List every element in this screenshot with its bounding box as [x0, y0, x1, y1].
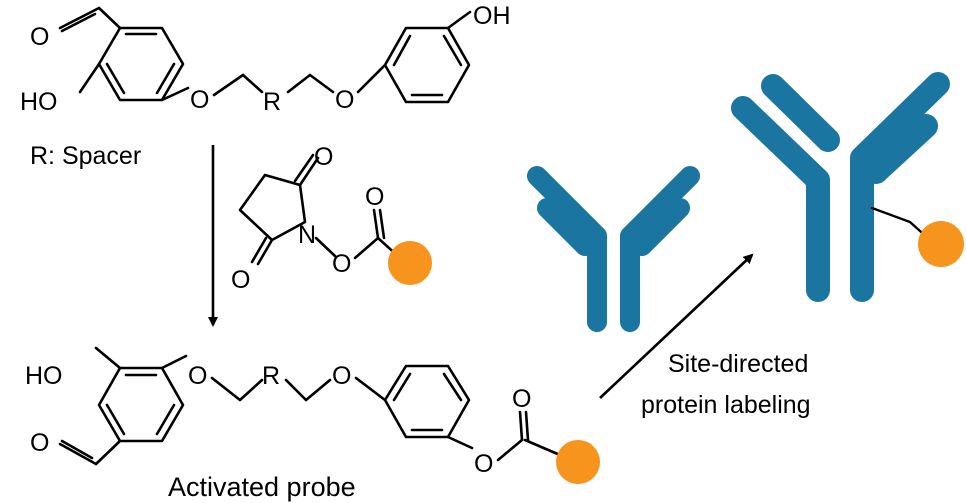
linker-left-ring: [97, 26, 185, 102]
unlabeled-antibody-icon: [527, 166, 700, 332]
labeled-probe-dot-icon: [918, 221, 964, 267]
nhs-carbonyl-oxygen-top: O: [314, 143, 333, 171]
probe-phenol-hydroxyl: HO: [25, 362, 63, 390]
spacer-r: R: [263, 88, 281, 116]
labeling-label-line1: Site-directed: [668, 350, 808, 378]
aldehyde-oxygen: O: [30, 23, 49, 51]
linker-aldehyde: O: [30, 6, 122, 51]
linker-right-ring: [383, 26, 471, 104]
labeling-label-line2: protein labeling: [641, 391, 811, 419]
ether-oxygen-1: O: [190, 86, 209, 114]
activated-probe-label: Activated probe: [168, 472, 356, 502]
linker-molecule: O HO O R O OH: [20, 2, 511, 116]
probe-aldehyde-oxygen: O: [30, 429, 49, 457]
probe-ether-oxygen-1: O: [188, 362, 207, 390]
nhs-ester-reagent: O O N O O: [231, 143, 432, 294]
nhs-n-oxygen: O: [332, 250, 351, 278]
probe-ether-oxygen-2: O: [332, 362, 351, 390]
phenol-hydroxyl: HO: [20, 88, 58, 116]
probe-carbonyl-oxygen: O: [512, 385, 531, 413]
probe-ester-oxygen: O: [474, 450, 493, 478]
probe-spacer-r: R: [262, 362, 280, 390]
ether-oxygen-2: O: [335, 86, 354, 114]
spacer-legend: R: Spacer: [30, 142, 141, 170]
activated-probe-molecule: HO O O R O O O: [25, 346, 600, 484]
labeled-antibody-icon: [731, 72, 950, 302]
probe-dot-icon: [388, 241, 432, 285]
phenol-hydroxyl-right: OH: [473, 2, 511, 30]
nhs-nitrogen: N: [298, 221, 316, 249]
nhs-carbonyl-oxygen-bottom: O: [231, 266, 250, 294]
activated-probe-dot-icon: [556, 440, 600, 484]
labeling-arrow-icon: [599, 253, 754, 399]
ester-carbonyl-oxygen: O: [365, 183, 384, 211]
